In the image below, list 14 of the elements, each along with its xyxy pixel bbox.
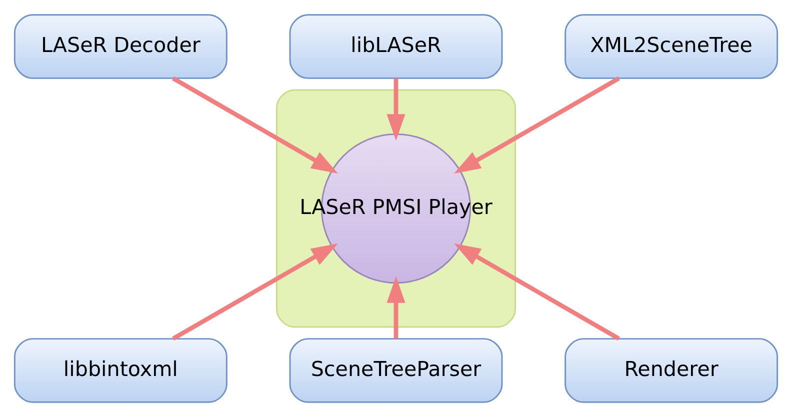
node-label: LASeR PMSI Player xyxy=(300,194,492,219)
arrow xyxy=(454,76,620,174)
arrow xyxy=(386,276,406,339)
node-box: XML2SceneTree xyxy=(564,14,778,79)
arrow xyxy=(172,76,338,174)
arrow xyxy=(172,244,338,341)
node-box: libbintoxml xyxy=(14,338,228,403)
cluster xyxy=(276,89,516,328)
node-box: Renderer xyxy=(564,338,778,403)
node-box: LASeR Decoder xyxy=(14,14,228,79)
arrow xyxy=(454,244,620,341)
node-box: libLASeR xyxy=(289,14,503,79)
node-box: SceneTreeParser xyxy=(289,338,503,403)
arrow xyxy=(386,78,406,141)
